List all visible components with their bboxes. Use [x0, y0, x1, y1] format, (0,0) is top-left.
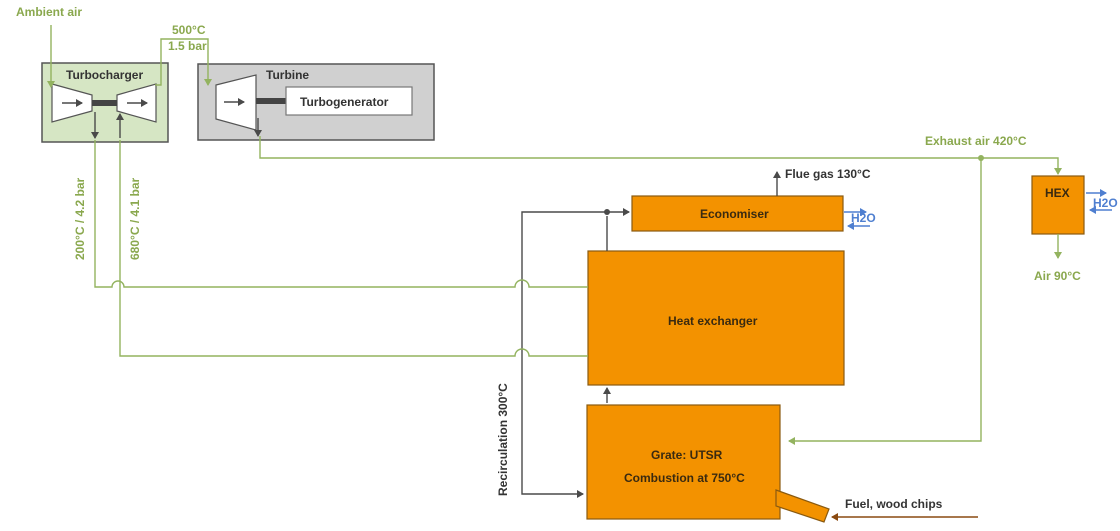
turbine-label: Turbine	[266, 68, 309, 82]
line-200-path	[94, 140, 588, 288]
temp-500-label: 500°C	[172, 23, 206, 37]
fuel-chute	[775, 489, 830, 523]
hex-label: HEX	[1045, 186, 1070, 200]
line-200-label: 200°C / 4.2 bar	[73, 177, 87, 260]
hex-box	[1031, 175, 1085, 235]
recirculation-line	[521, 211, 607, 498]
grate-box	[586, 404, 781, 520]
pressure-15-label: 1.5 bar	[168, 39, 207, 53]
grate-label-2: Combustion at 750°C	[624, 471, 745, 485]
turbogenerator-box	[285, 86, 413, 116]
turbocharger-label: Turbocharger	[66, 68, 143, 82]
fuel-label: Fuel, wood chips	[845, 497, 943, 511]
grate-label-1: Grate: UTSR	[651, 448, 723, 462]
heat-exchanger-box	[587, 250, 845, 386]
line-680-path	[119, 140, 588, 357]
economiser-h2o-label: H2O	[851, 211, 876, 225]
heat-exchanger-label: Heat exchanger	[668, 314, 758, 328]
ambient-air-label: Ambient air	[16, 5, 82, 19]
air-90-label: Air 90°C	[1034, 269, 1081, 283]
turbogenerator-label: Turbogenerator	[300, 95, 389, 109]
turbocharger-shaft	[92, 100, 117, 106]
hex-h2o-label: H2O	[1093, 196, 1118, 210]
exhaust-air-line	[259, 136, 1062, 175]
turbocharger-to-turbine-line	[155, 38, 212, 86]
economiser-label: Economiser	[700, 207, 769, 221]
exhaust-air-label: Exhaust air 420°C	[925, 134, 1027, 148]
flue-gas-label: Flue gas 130°C	[785, 167, 871, 181]
recirculation-label: Recirculation 300°C	[496, 383, 510, 496]
exhaust-to-grate-line	[788, 158, 982, 445]
economiser-box	[631, 195, 844, 232]
line-680-label: 680°C / 4.1 bar	[128, 177, 142, 260]
turbine-shaft	[256, 98, 286, 104]
